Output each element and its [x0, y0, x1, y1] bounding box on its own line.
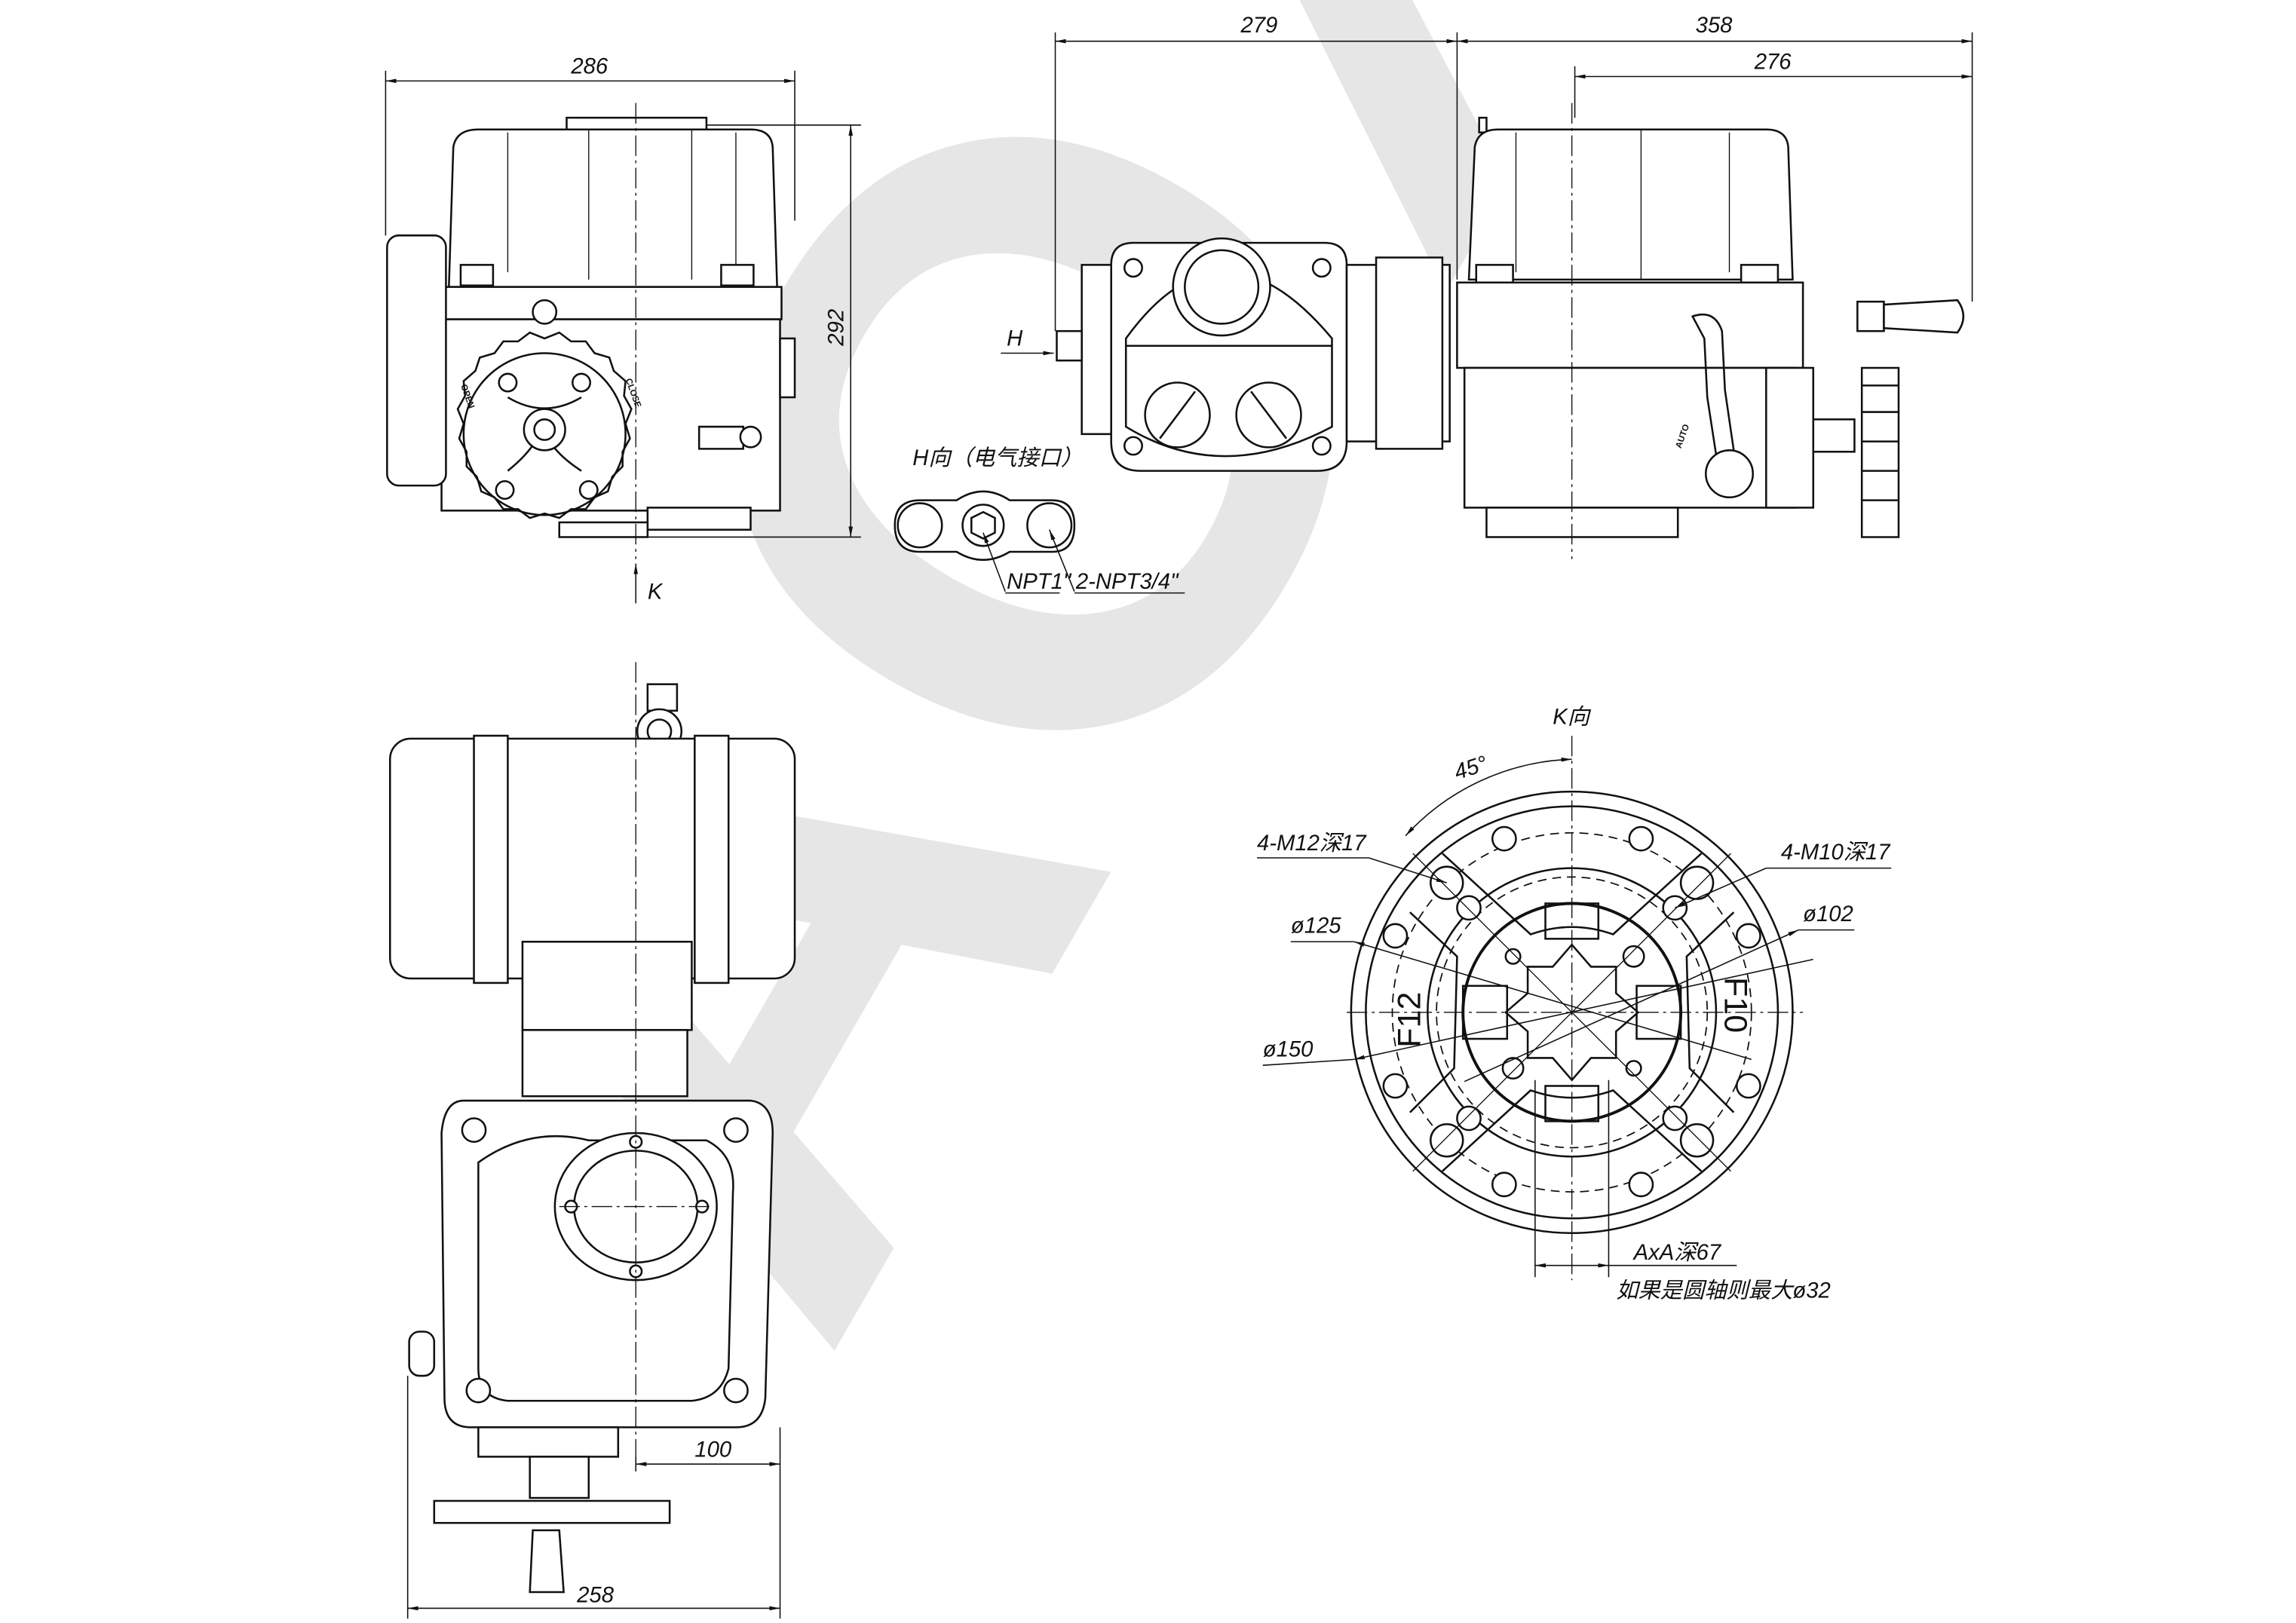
m10-holes-label: 4-M10深17 — [1781, 841, 1891, 865]
f10-label: F10 — [1718, 977, 1754, 1033]
round-shaft-note: 如果是圆轴则最大ø32 — [1616, 1279, 1831, 1303]
dim-292: 292 — [824, 309, 848, 347]
side-handwheel — [1860, 366, 1900, 538]
view-arrow-k: K — [648, 580, 664, 604]
port-npt1: NPT1" — [1007, 570, 1072, 594]
k-view-title: K向 — [1553, 705, 1592, 729]
port-2-npt3-4: 2-NPT3/4" — [1075, 570, 1179, 594]
dia-102-label: ø102 — [1803, 902, 1853, 926]
dim-279: 279 — [1240, 14, 1277, 38]
dia-125-label: ø125 — [1291, 914, 1341, 939]
top-view: 100 258 — [388, 662, 796, 1619]
dim-358: 358 — [1696, 14, 1733, 38]
dia-150-label: ø150 — [1263, 1037, 1314, 1061]
top-handwheel — [433, 1499, 671, 1524]
dim-258: 258 — [576, 1584, 615, 1608]
square-drive-label: AxA深67 — [1632, 1241, 1722, 1265]
front-view: OPEN CLOSE 286 292 K — [385, 55, 861, 604]
dim-276: 276 — [1754, 51, 1792, 75]
h-view-title: H向（电气接口） — [912, 446, 1083, 470]
m10-holes — [1456, 895, 1688, 1132]
side-view: AUTO 279 358 276 H — [1001, 14, 1973, 559]
view-arrow-h: H — [1007, 327, 1023, 351]
h-view-electrical-ports: H向（电气接口） NPT1" 2-NPT3/4" — [894, 446, 1185, 594]
dim-286: 286 — [570, 55, 608, 79]
m12-holes-label: 4-M12深17 — [1257, 831, 1367, 856]
k-view-mounting-flange: K向 45° 4-M12深17 — [1256, 705, 1891, 1303]
dim-100: 100 — [694, 1438, 732, 1462]
f12-label: F12 — [1392, 992, 1428, 1048]
angle-45: 45° — [1451, 752, 1491, 785]
